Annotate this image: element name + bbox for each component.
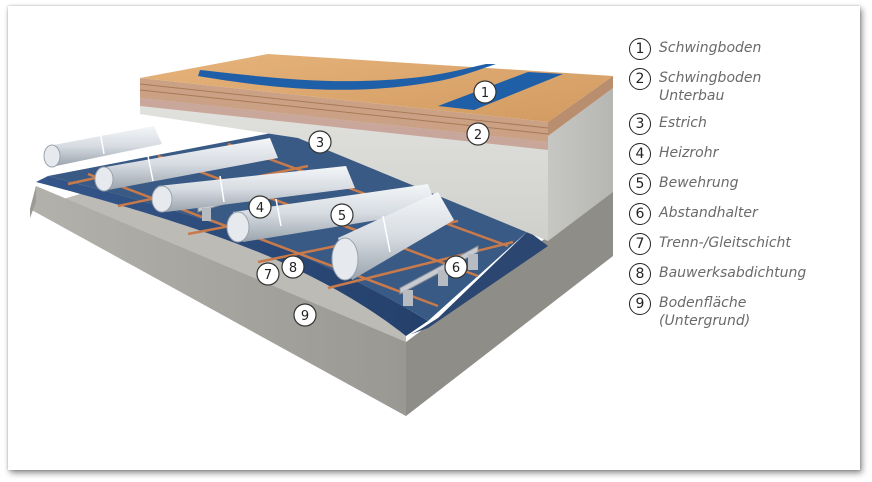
legend-number: 9 bbox=[629, 293, 651, 315]
legend-number: 2 bbox=[629, 68, 651, 90]
legend-item: 7 Trenn-/Gleitschicht bbox=[629, 233, 854, 255]
svg-text:1: 1 bbox=[481, 86, 489, 101]
marker-9: 9 bbox=[293, 303, 317, 327]
legend-item: 8 Bauwerksabdichtung bbox=[629, 263, 854, 285]
legend-item: 1 Schwingboden bbox=[629, 38, 854, 60]
svg-text:3: 3 bbox=[316, 136, 324, 151]
svg-text:4: 4 bbox=[256, 201, 264, 216]
legend-number: 6 bbox=[629, 203, 651, 225]
legend-item: 3 Estrich bbox=[629, 113, 854, 135]
legend-number: 8 bbox=[629, 263, 651, 285]
marker-7: 7 bbox=[256, 262, 280, 286]
marker-1: 1 bbox=[473, 80, 497, 104]
svg-text:7: 7 bbox=[264, 268, 272, 283]
legend-number: 7 bbox=[629, 233, 651, 255]
legend-label: Trenn-/Gleitschicht bbox=[659, 235, 791, 251]
legend-label: Abstandhalter bbox=[659, 205, 758, 221]
legend: 1 Schwingboden 2 Schwingboden Unterbau 3… bbox=[629, 38, 854, 338]
svg-text:8: 8 bbox=[289, 261, 297, 276]
legend-item: 9 Bodenfläche (Untergrund) bbox=[629, 293, 854, 330]
legend-label: Bodenfläche (Untergrund) bbox=[659, 295, 751, 329]
legend-label: Heizrohr bbox=[659, 145, 719, 161]
legend-label: Schwingboden Unterbau bbox=[659, 70, 762, 104]
legend-number: 3 bbox=[629, 113, 651, 135]
legend-item: 6 Abstandhalter bbox=[629, 203, 854, 225]
sprung-floor-layer bbox=[140, 54, 613, 122]
heating-pipe bbox=[94, 138, 278, 192]
legend-label: Estrich bbox=[659, 115, 707, 131]
legend-item: 2 Schwingboden Unterbau bbox=[629, 68, 854, 105]
marker-2: 2 bbox=[466, 122, 490, 146]
heating-pipe bbox=[151, 166, 355, 213]
svg-text:2: 2 bbox=[474, 128, 482, 143]
legend-label: Bauwerksabdichtung bbox=[659, 265, 807, 281]
legend-item: 5 Bewehrung bbox=[629, 173, 854, 195]
marker-5: 5 bbox=[330, 203, 354, 227]
legend-item: 4 Heizrohr bbox=[629, 143, 854, 165]
svg-text:5: 5 bbox=[338, 209, 346, 224]
marker-3: 3 bbox=[308, 130, 332, 154]
heating-pipe bbox=[331, 192, 454, 281]
floor-cross-section: 1 2 3 4 5 6 7 8 bbox=[30, 54, 613, 416]
marker-6: 6 bbox=[444, 255, 468, 279]
diagram-frame: 1 2 3 4 5 6 7 8 bbox=[8, 6, 860, 470]
legend-label: Bewehrung bbox=[659, 175, 739, 191]
legend-label: Schwingboden bbox=[659, 40, 762, 56]
svg-text:9: 9 bbox=[301, 309, 309, 324]
heating-pipe bbox=[43, 126, 162, 168]
legend-number: 4 bbox=[629, 143, 651, 165]
marker-4: 4 bbox=[248, 195, 272, 219]
marker-8: 8 bbox=[281, 255, 305, 279]
legend-number: 1 bbox=[629, 38, 651, 60]
svg-text:6: 6 bbox=[452, 261, 460, 276]
subfloor-layer bbox=[139, 76, 613, 142]
legend-number: 5 bbox=[629, 173, 651, 195]
